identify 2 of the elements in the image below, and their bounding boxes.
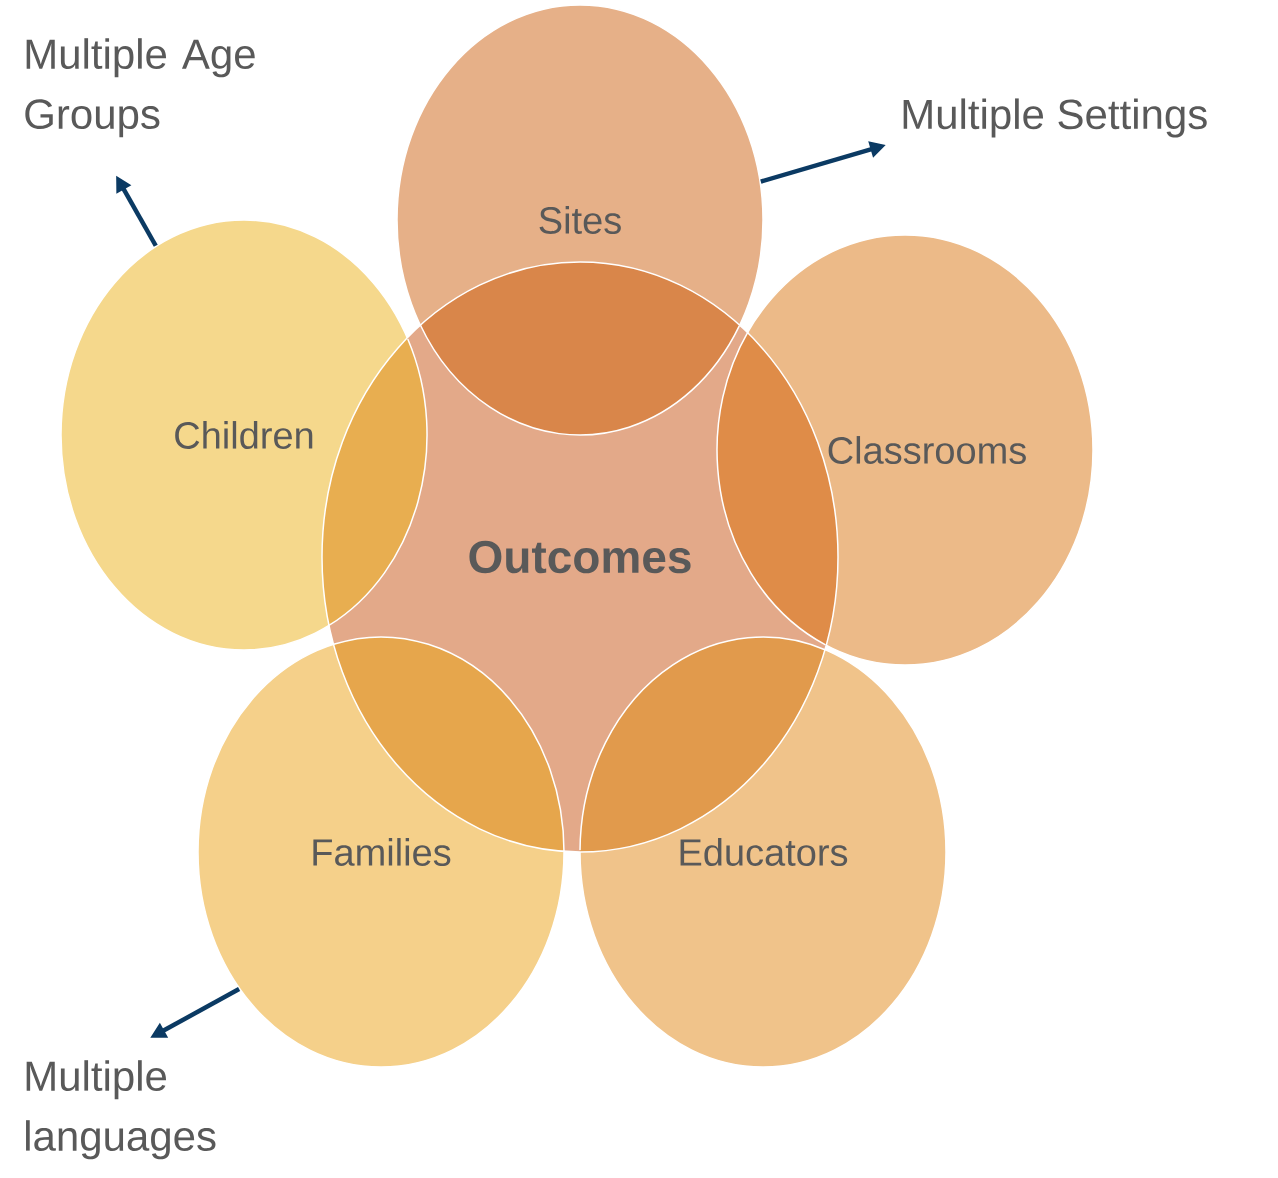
label: Multiple Age Groups xyxy=(25,38,255,138)
label: Multiple Settings xyxy=(903,98,1207,138)
